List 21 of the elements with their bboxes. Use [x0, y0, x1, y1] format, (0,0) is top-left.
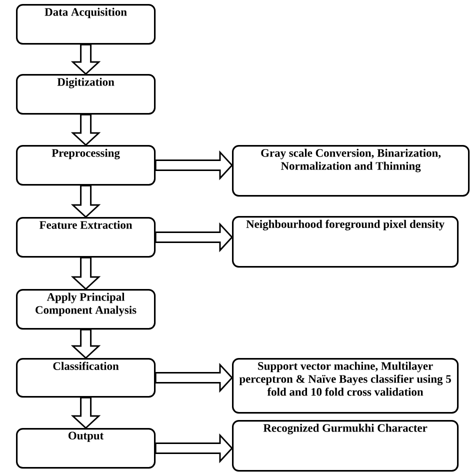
process-box: Classification: [16, 358, 156, 398]
block-arrow: [70, 328, 101, 360]
block-arrow: [154, 433, 234, 464]
result-box: Support vector machine, Multilayer perceptron & Naïve Bayes classifier using 5 fold and 10 fold cross validation: [232, 358, 459, 414]
block-arrow: [154, 150, 234, 180]
block-arrow: [70, 396, 101, 430]
block-arrow: [154, 362, 234, 393]
result-box: Neighbourhood foreground pixel density: [232, 216, 459, 268]
process-box: Feature Extraction: [16, 217, 156, 258]
result-box: Gray scale Conversion, Binarization, Normalization and Thinning: [232, 145, 470, 197]
block-arrow: [154, 222, 234, 252]
block-arrow: [70, 44, 101, 76]
process-box: Output: [16, 428, 156, 469]
process-box: Apply Principal Component Analysis: [16, 289, 156, 330]
result-box: Recognized Gurmukhi Character: [232, 420, 459, 472]
block-arrow: [70, 256, 101, 290]
block-arrow: [70, 114, 101, 146]
process-box: Preprocessing: [16, 145, 156, 186]
process-box: Digitization: [16, 74, 156, 115]
block-arrow: [70, 184, 101, 218]
process-box: Data Acquisition: [16, 4, 156, 45]
